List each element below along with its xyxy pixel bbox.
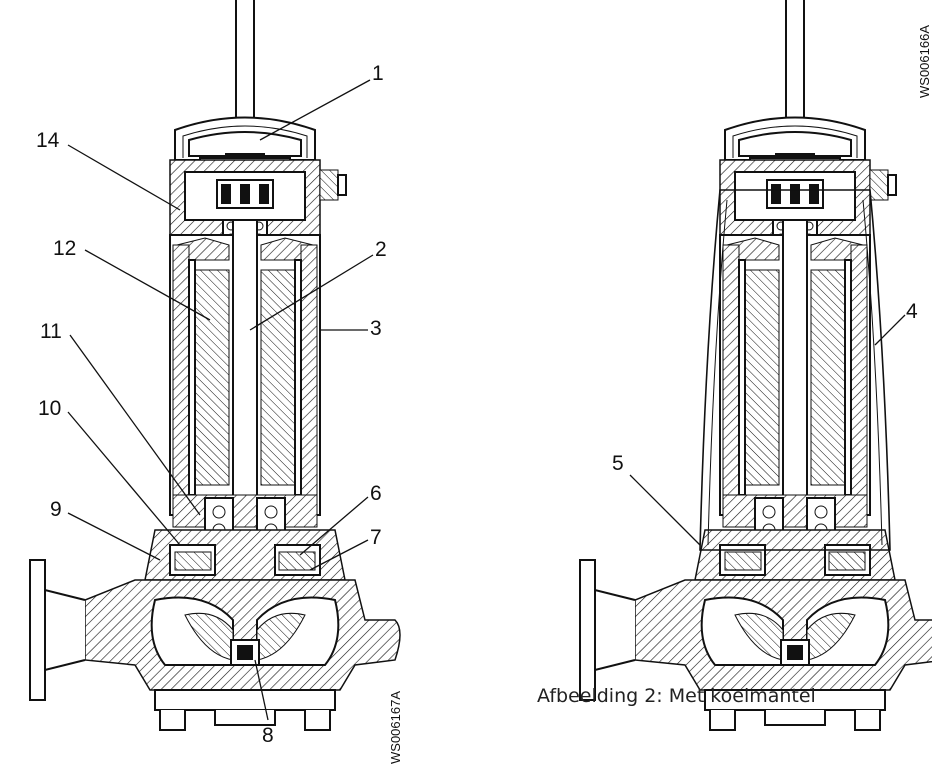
callout-12: 12 [53,237,76,260]
callout-leaders-right [629,314,906,546]
callout-2: 2 [375,238,387,261]
callout-1: 1 [372,62,384,85]
figure-caption: Afbeelding 2: Met koelmantel [537,685,816,707]
callout-7: 7 [370,526,382,549]
callout-6: 6 [370,482,382,505]
figure-code-right: WS006166A [917,25,932,98]
callout-5: 5 [612,452,624,475]
callout-11: 11 [40,320,62,343]
callout-4: 4 [906,300,918,323]
callout-14: 14 [36,129,60,152]
cooling-jacket [699,189,891,551]
pump-without-cooling-jacket [29,0,401,731]
callout-9: 9 [50,498,62,521]
callout-leaders-left [67,79,374,721]
callout-8: 8 [262,724,274,747]
callout-10: 10 [38,397,61,420]
callout-3: 3 [370,317,382,340]
figure-code-left: WS006167A [388,691,403,764]
pump-with-cooling-jacket [579,0,932,731]
